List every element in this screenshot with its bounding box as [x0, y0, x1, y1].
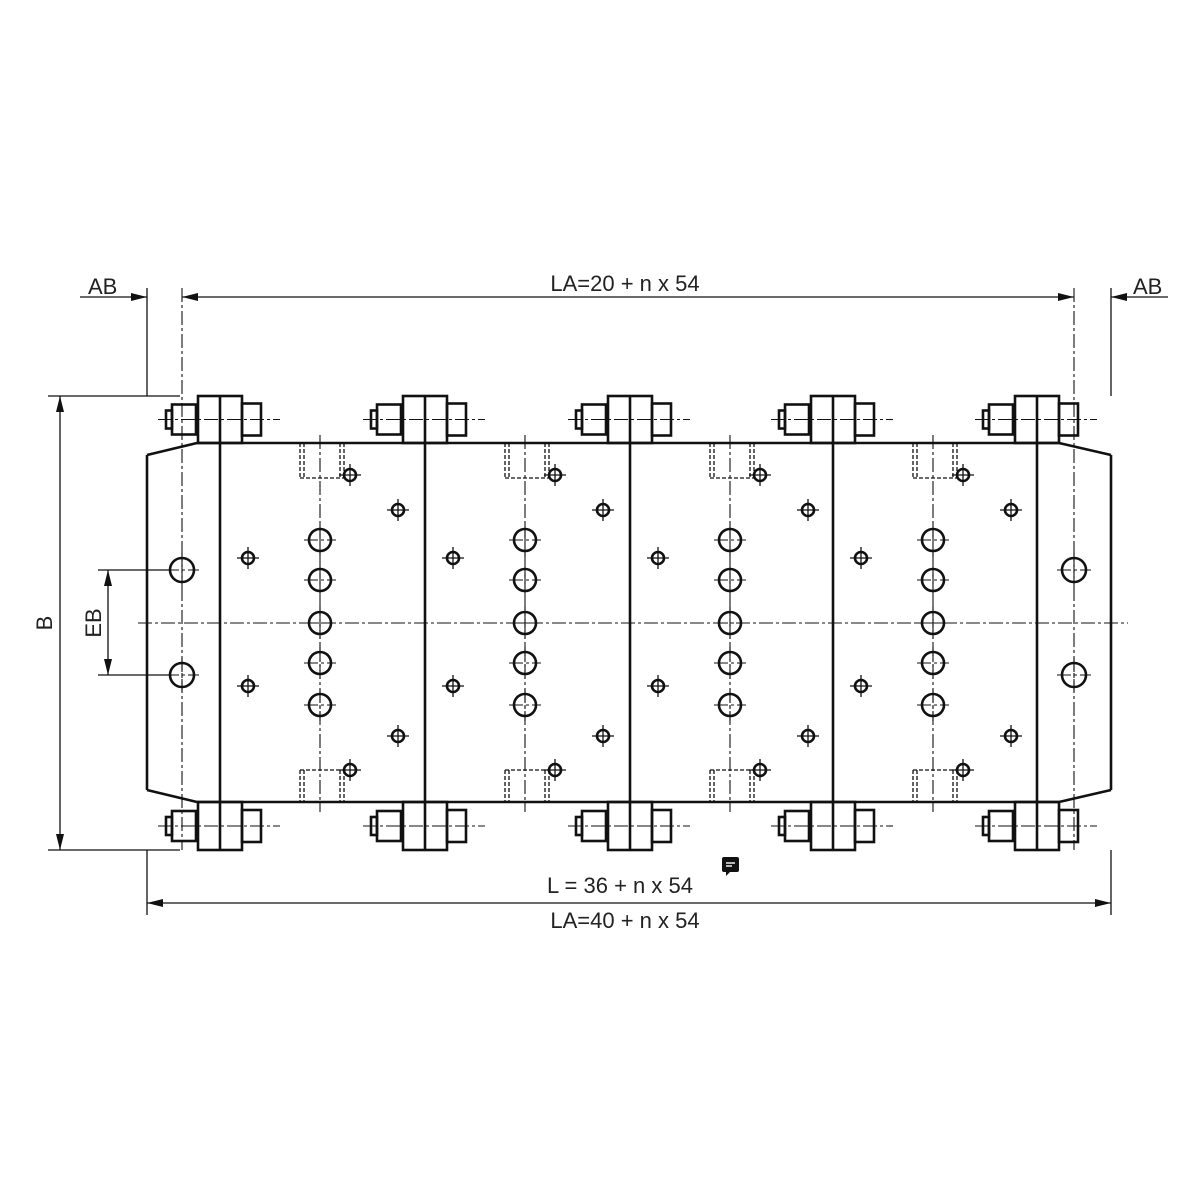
- chamfer: [146, 788, 198, 804]
- comment-icon[interactable]: [722, 857, 739, 876]
- chamfer: [1058, 788, 1112, 804]
- dim-ab-left-label: AB: [88, 274, 117, 299]
- manifold-geometry: [48, 288, 1168, 915]
- arrowhead: [147, 899, 163, 907]
- chamfer: [146, 441, 198, 457]
- dim-la-top-label: LA=20 + n x 54: [550, 271, 699, 296]
- arrowhead: [56, 834, 64, 850]
- dim-eb-label: EB: [81, 608, 106, 637]
- dim-b-label: B: [32, 616, 57, 631]
- arrowhead: [104, 659, 112, 675]
- arrowhead: [1095, 899, 1111, 907]
- dim-ab-right-label: AB: [1133, 274, 1162, 299]
- dim-la-bottom-label: LA=40 + n x 54: [550, 908, 699, 933]
- arrowhead: [1058, 293, 1074, 301]
- arrowhead: [104, 570, 112, 586]
- chamfer: [1058, 441, 1112, 457]
- arrowhead: [56, 396, 64, 412]
- arrowhead: [182, 293, 198, 301]
- arrowhead: [131, 293, 147, 301]
- arrowhead: [1111, 293, 1127, 301]
- dim-l-label: L = 36 + n x 54: [547, 873, 693, 898]
